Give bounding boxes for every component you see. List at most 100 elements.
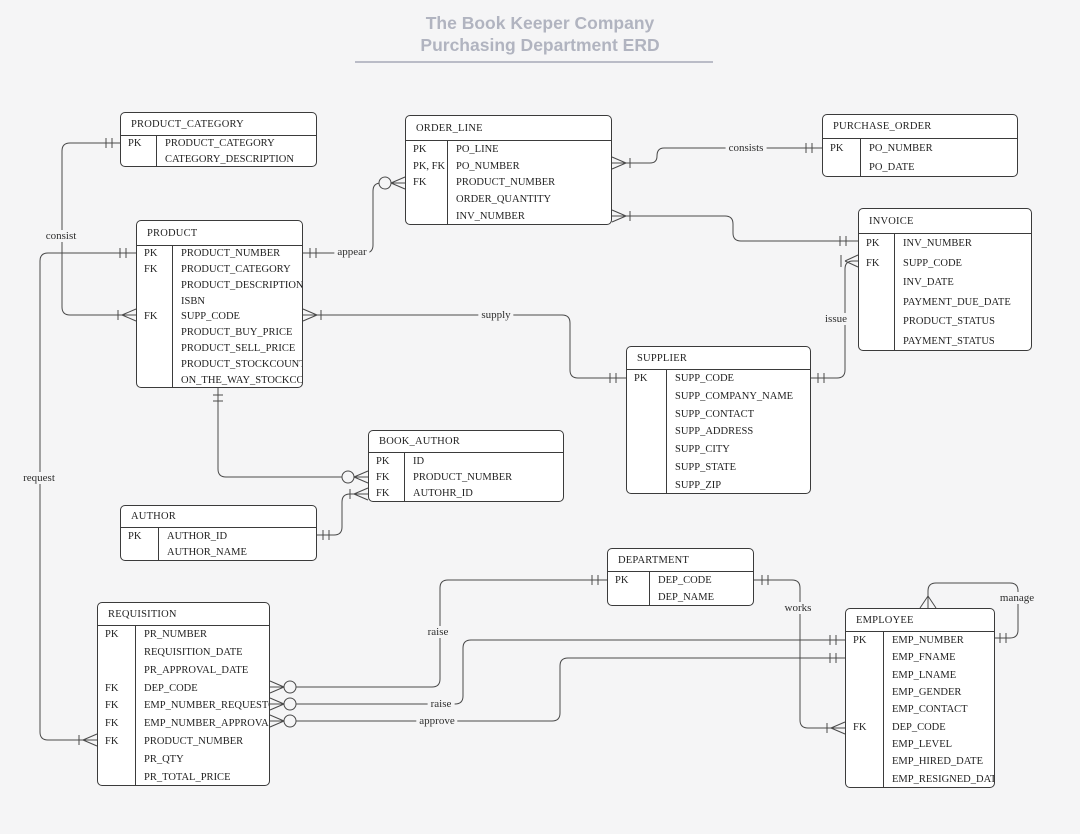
attribute-name: SUPP_CONTACT bbox=[675, 408, 755, 420]
key-cell bbox=[137, 293, 173, 310]
key-cell: FK bbox=[846, 718, 884, 736]
one-one-notation bbox=[805, 143, 813, 153]
attribute-name: PRODUCT_NUMBER bbox=[456, 177, 556, 189]
one-many-notation bbox=[826, 721, 846, 735]
attribute-name: DEP_CODE bbox=[658, 575, 712, 586]
entity-title: PURCHASE_ORDER bbox=[823, 115, 1017, 139]
key-cell: FK bbox=[98, 732, 136, 751]
attribute-name: PR_QTY bbox=[144, 753, 184, 765]
attribute-name: SUPP_CODE bbox=[903, 257, 962, 269]
attribute-row: PK DEP_CODE bbox=[608, 572, 753, 589]
relationship-author-bookauthor-line bbox=[317, 487, 369, 540]
attribute-row: EMP_RESIGNED_DATE bbox=[846, 770, 994, 787]
key-cell bbox=[98, 768, 136, 785]
key-cell bbox=[137, 340, 173, 357]
zero-circle bbox=[283, 697, 297, 711]
zero-many-notation bbox=[390, 176, 406, 190]
key-cell: FK bbox=[137, 261, 173, 278]
attribute-name: CATEGORY_DESCRIPTION bbox=[165, 153, 294, 165]
attribute-row: SUPP_COMPANY_NAME bbox=[627, 387, 810, 406]
key-cell bbox=[627, 387, 667, 406]
attribute-name: DEP_CODE bbox=[144, 682, 198, 694]
attribute-row: ON_THE_WAY_STOCKCOUNT bbox=[137, 372, 302, 387]
relationship-approve-line bbox=[269, 653, 845, 728]
attribute-name: PO_LINE bbox=[456, 143, 499, 155]
attribute-name: AUTHOR_ID bbox=[167, 530, 228, 542]
attribute-name: ORDER_QUANTITY bbox=[456, 194, 552, 206]
entity-title: AUTHOR bbox=[121, 506, 316, 528]
relationship-label-raise_employee: raise bbox=[427, 698, 455, 710]
attribute-name: PRODUCT_NUMBER bbox=[144, 735, 244, 747]
attribute-name: PAYMENT_STATUS bbox=[903, 335, 995, 347]
key-cell bbox=[627, 440, 667, 459]
attribute-row: PRODUCT_STATUS bbox=[859, 312, 1031, 332]
attribute-name: PO_NUMBER bbox=[869, 143, 933, 154]
relationship-label-supply: supply bbox=[478, 309, 514, 321]
one-many-notation bbox=[78, 733, 98, 747]
attribute-row: EMP_LEVEL bbox=[846, 735, 994, 754]
attribute-row: INV_NUMBER bbox=[406, 208, 611, 224]
key-cell bbox=[846, 753, 884, 771]
key-cell bbox=[846, 701, 884, 719]
attribute-row: REQUISITION_DATE bbox=[98, 643, 269, 662]
relationship-orderline-invoice-line bbox=[611, 209, 858, 246]
relationship-label-issue: issue bbox=[822, 313, 850, 325]
diagram-title-line2: Purchasing Department ERD bbox=[420, 35, 660, 55]
attribute-row: PR_QTY bbox=[98, 750, 269, 769]
key-cell bbox=[627, 405, 667, 424]
attribute-row: PAYMENT_STATUS bbox=[859, 331, 1031, 350]
attribute-name: EMP_LEVEL bbox=[892, 739, 953, 751]
key-cell: PK bbox=[859, 234, 895, 254]
key-cell bbox=[406, 191, 448, 209]
attribute-name: SUPP_STATE bbox=[675, 461, 737, 473]
attribute-name: INV_DATE bbox=[903, 277, 954, 289]
key-cell: PK bbox=[608, 572, 650, 589]
key-cell bbox=[859, 331, 895, 350]
one-one-notation bbox=[817, 373, 825, 383]
attribute-name: SUPP_ZIP bbox=[675, 479, 722, 491]
attribute-name: PAYMENT_DUE_DATE bbox=[903, 296, 1011, 308]
key-cell bbox=[121, 544, 159, 560]
key-cell: PK bbox=[627, 370, 667, 388]
key-cell: PK bbox=[846, 632, 884, 650]
zero-circle bbox=[283, 680, 297, 694]
key-cell: FK bbox=[98, 679, 136, 698]
zero-many-notation bbox=[269, 680, 285, 694]
attribute-name: PR_APPROVAL_DATE bbox=[144, 664, 249, 676]
one-one-notation bbox=[591, 575, 599, 585]
attribute-name: AUTOHR_ID bbox=[413, 488, 473, 500]
key-cell: FK bbox=[406, 174, 448, 192]
attribute-row: EMP_GENDER bbox=[846, 683, 994, 702]
attribute-name: EMP_CONTACT bbox=[892, 704, 968, 716]
many-notation bbox=[919, 595, 937, 609]
attribute-row: FK PRODUCT_NUMBER bbox=[406, 174, 611, 192]
attribute-row: INV_DATE bbox=[859, 273, 1031, 293]
one-many-notation bbox=[611, 156, 631, 170]
key-cell: FK bbox=[369, 485, 405, 501]
attribute-row: EMP_LNAME bbox=[846, 666, 994, 684]
key-cell bbox=[823, 158, 861, 176]
attribute-name: DEP_CODE bbox=[892, 721, 946, 733]
relationship-manage-line bbox=[919, 582, 1019, 643]
